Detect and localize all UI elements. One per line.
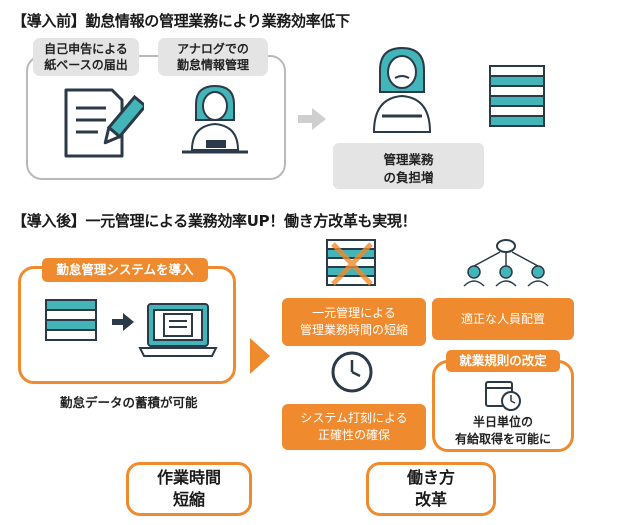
right-arrow-icon — [112, 313, 134, 331]
reduced-paperwork-icon — [326, 239, 376, 286]
centralized-management-box: 一元管理による 管理業務時間の短縮 — [282, 298, 426, 346]
paper-form-icon — [64, 88, 144, 158]
rule-change-title: 就業規則の改定 — [446, 350, 560, 372]
half-day-leave-text: 半日単位の 有給取得を可能に — [454, 415, 551, 446]
chevron-right-icon — [250, 338, 270, 374]
timestamp-accuracy-box: システム打刻による 正確性の確保 — [282, 404, 426, 450]
system-tag: 勤怠管理システムを導入 — [42, 258, 208, 282]
before-heading: 【導入前】勤怠情報の管理業務により業務効率低下 — [12, 12, 350, 30]
calendar-clock-icon — [485, 381, 521, 411]
result-workstyle-reform: 働き方 改革 — [366, 462, 496, 516]
after-heading: 【導入後】一元管理による業務効率UP！働き方改革も実現！ — [12, 212, 417, 230]
burden-box: 管理業務 の負担増 — [333, 143, 484, 189]
stressed-worker-illustration — [372, 46, 432, 133]
laptop-icon — [138, 303, 218, 357]
data-accumulation-text: 勤怠データの蓄積が可能 — [60, 395, 198, 410]
document-stack-icon — [489, 65, 545, 127]
clock-icon — [331, 351, 373, 393]
staff-allocation-box: 適正な人員配置 — [432, 298, 574, 340]
staff-network-icon — [463, 239, 549, 287]
right-arrow-icon — [298, 108, 326, 130]
analog-management-tag: アナログでの 勤怠情報管理 — [158, 38, 268, 76]
paper-request-tag: 自己申告による 紙ベースの届出 — [33, 38, 139, 76]
result-time-reduction: 作業時間 短縮 — [126, 462, 252, 516]
document-stack-icon — [45, 299, 97, 341]
woman-desk-illustration — [182, 84, 248, 154]
